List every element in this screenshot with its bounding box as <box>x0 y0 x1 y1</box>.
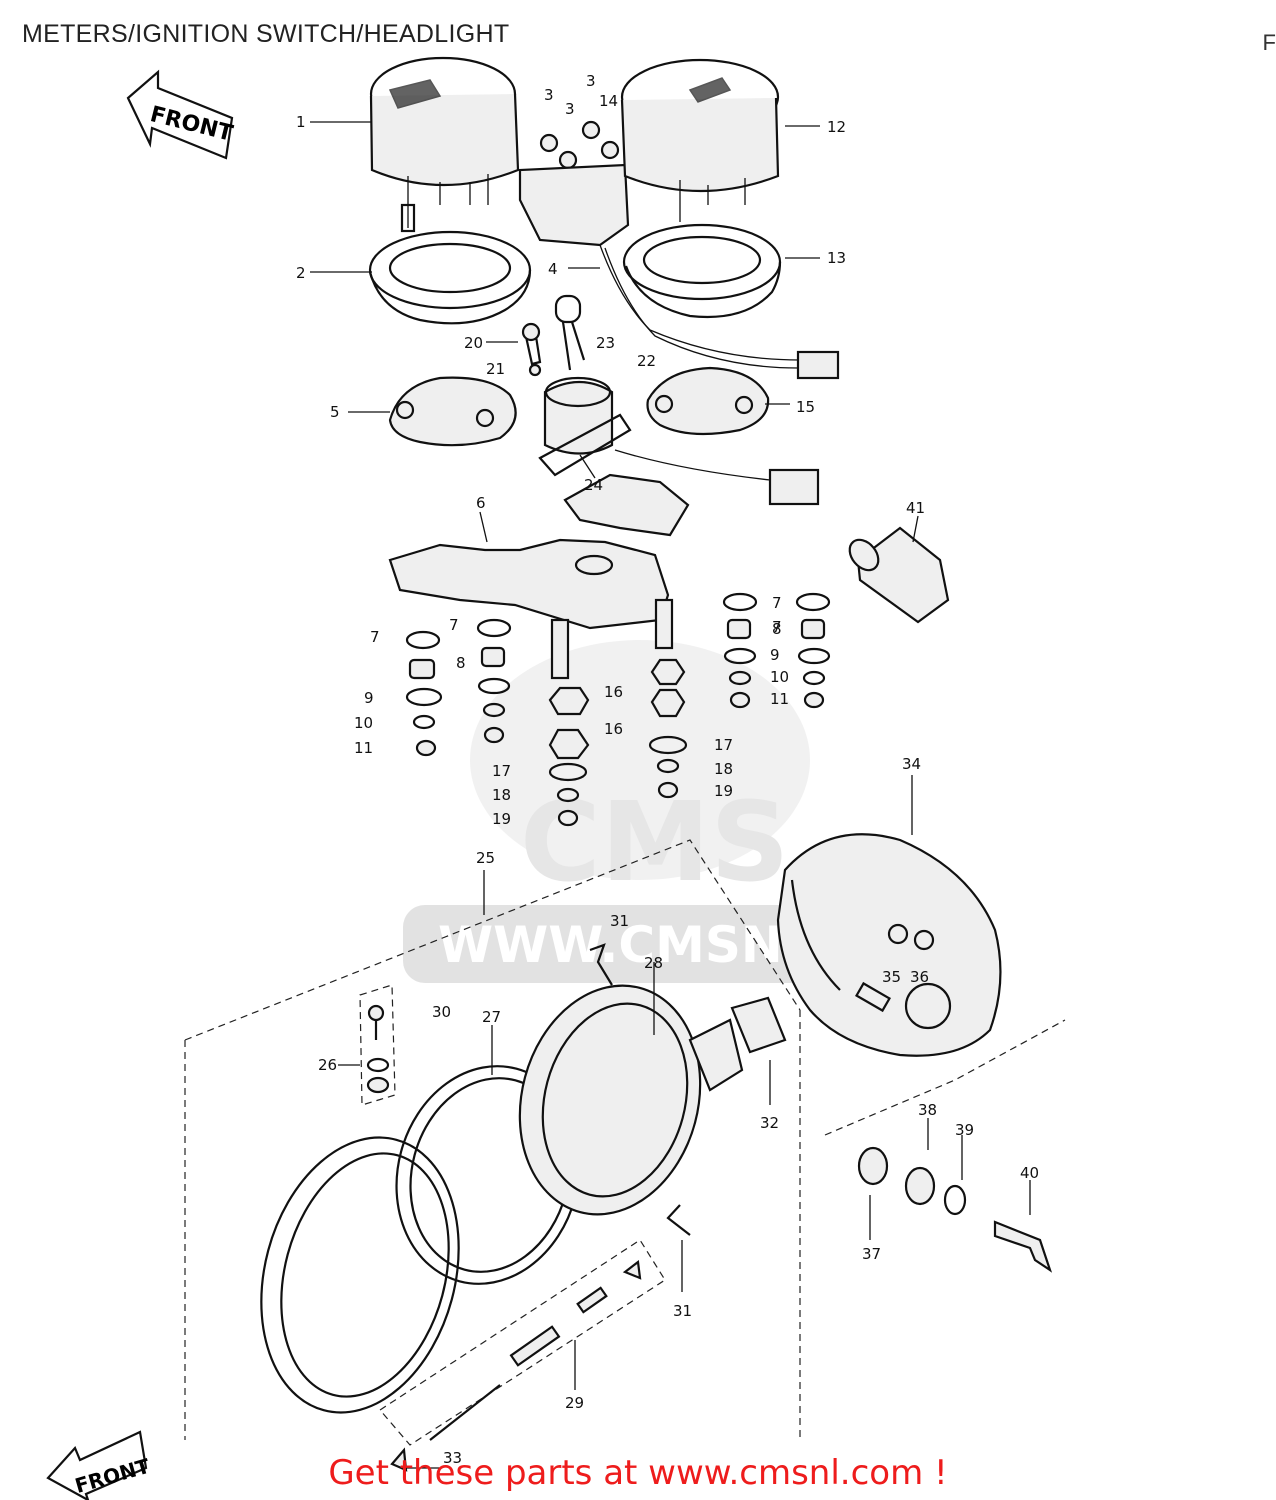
callout-9-left: 9 <box>364 689 374 707</box>
callout-38: 38 <box>918 1101 937 1119</box>
meter-bases <box>388 366 770 447</box>
callout-28: 28 <box>644 954 663 972</box>
callout-31-bottom: 31 <box>673 1302 692 1320</box>
callout-39: 39 <box>955 1121 974 1139</box>
callout-16a: 16 <box>604 683 623 701</box>
indicator-bulbs <box>518 120 840 380</box>
callout-6: 6 <box>476 494 486 512</box>
headlight-rim <box>260 1065 581 1414</box>
callout-11-left: 11 <box>354 739 373 757</box>
callout-17-left: 17 <box>492 762 511 780</box>
group-outline-headlight <box>184 839 801 1440</box>
rim-screws <box>359 943 691 1472</box>
callout-4: 4 <box>548 260 558 278</box>
callout-10-left: 10 <box>354 714 373 732</box>
callout-8-right: 8 <box>772 620 782 638</box>
callout-labels: 1 2 3 3 3 14 4 12 13 20 21 23 22 5 15 24… <box>296 72 1039 1467</box>
callout-2: 2 <box>296 264 306 282</box>
corner-mark: F <box>1262 30 1276 55</box>
callout-19-right: 19 <box>714 782 733 800</box>
callout-29: 29 <box>565 1394 584 1412</box>
fastener-stack-left <box>405 618 512 757</box>
callout-30: 30 <box>432 1003 451 1021</box>
sealed-beam <box>518 984 787 1216</box>
front-arrow-top: FRONT <box>126 69 236 160</box>
callout-25: 25 <box>476 849 495 867</box>
callout-5: 5 <box>330 403 340 421</box>
callout-3a: 3 <box>544 86 554 104</box>
callout-20: 20 <box>464 334 483 352</box>
callout-7-left: 7 <box>370 628 380 646</box>
speedometer <box>369 56 520 233</box>
meter-cup-left <box>368 230 532 325</box>
callout-18-left: 18 <box>492 786 511 804</box>
callout-3b: 3 <box>565 100 575 118</box>
callout-1: 1 <box>296 113 306 131</box>
callout-26: 26 <box>318 1056 337 1074</box>
callout-17-right: 17 <box>714 736 733 754</box>
callout-22: 22 <box>637 352 656 370</box>
socket-41 <box>848 526 950 624</box>
callout-37: 37 <box>862 1245 881 1263</box>
callout-14: 14 <box>599 92 618 110</box>
ignition-switch <box>521 294 820 506</box>
callout-3c: 3 <box>586 72 596 90</box>
callout-18-right: 18 <box>714 760 733 778</box>
callout-8-left: 8 <box>456 654 466 672</box>
callout-21: 21 <box>486 360 505 378</box>
callout-27: 27 <box>482 1008 501 1026</box>
callout-13: 13 <box>827 249 846 267</box>
callout-7b-right: 7 <box>772 618 782 636</box>
callout-31-top: 31 <box>610 912 629 930</box>
tachometer <box>620 58 780 222</box>
callout-7-mid: 7 <box>449 616 459 634</box>
dampers <box>548 658 688 827</box>
headlight-housing <box>776 833 1002 1057</box>
watermark-logo: CMS <box>520 778 789 906</box>
meter-cup-right <box>622 223 782 319</box>
fastener-stack-right <box>722 592 831 709</box>
page-title: METERS/IGNITION SWITCH/HEADLIGHT <box>22 20 510 48</box>
front-label-top: FRONT <box>148 102 236 147</box>
callout-33: 33 <box>443 1449 462 1467</box>
callout-19-left: 19 <box>492 810 511 828</box>
callout-15: 15 <box>796 398 815 416</box>
callout-16b: 16 <box>604 720 623 738</box>
callout-40: 40 <box>1020 1164 1039 1182</box>
callout-34: 34 <box>902 755 921 773</box>
callout-36: 36 <box>910 968 929 986</box>
callout-41: 41 <box>906 499 925 517</box>
callout-9-right: 9 <box>770 646 780 664</box>
callout-35: 35 <box>882 968 901 986</box>
callout-32: 32 <box>760 1114 779 1132</box>
callout-10-right: 10 <box>770 668 789 686</box>
leader-lines <box>310 121 1031 1469</box>
meter-bracket <box>388 473 690 680</box>
callout-24: 24 <box>584 476 603 494</box>
mount-hardware <box>824 1019 1066 1273</box>
callout-7-right: 7 <box>772 594 782 612</box>
callout-11-right: 11 <box>770 690 789 708</box>
callout-23: 23 <box>596 334 615 352</box>
footer-cta-link[interactable]: Get these parts at www.cmsnl.com ! <box>328 1453 948 1493</box>
callout-12: 12 <box>827 118 846 136</box>
